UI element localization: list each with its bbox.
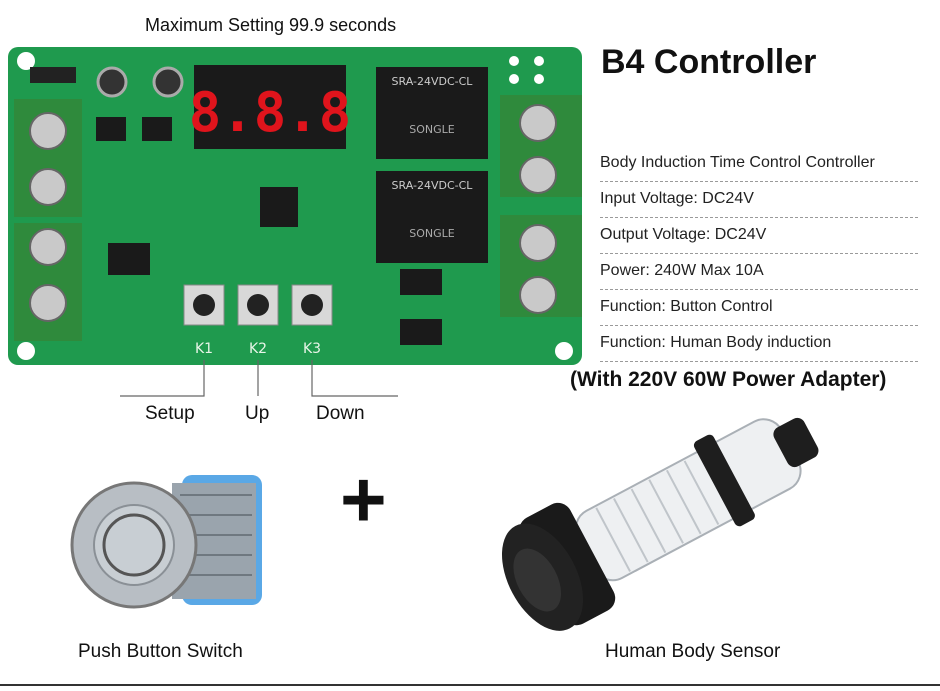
setup-label: Setup	[145, 403, 195, 424]
spec-item: Power: 240W Max 10A	[600, 254, 918, 290]
spec-list: Body Induction Time Control Controller I…	[600, 146, 918, 362]
push-button-switch-label: Push Button Switch	[78, 641, 243, 662]
relay-label: SRA-24VDC-CL	[392, 179, 474, 192]
spec-item: Body Induction Time Control Controller	[600, 146, 918, 182]
spec-item: Function: Human Body induction	[600, 326, 918, 362]
display-digits: 8.8.8	[189, 81, 352, 144]
human-body-sensor-image	[501, 417, 819, 631]
push-button-switch-image	[70, 475, 262, 609]
relay-brand: SONGLE	[409, 123, 455, 136]
key-label: K3	[303, 341, 321, 357]
spec-item: Function: Button Control	[600, 290, 918, 326]
adapter-note: (With 220V 60W Power Adapter)	[570, 368, 887, 391]
controller-board-image: 8.8.8 SRA-24VDC-CL SRA-24VDC-CL SONGLE S…	[8, 47, 582, 365]
plus-sign: +	[340, 455, 387, 544]
spec-item: Input Voltage: DC24V	[600, 182, 918, 218]
human-body-sensor-label: Human Body Sensor	[605, 641, 781, 662]
down-label: Down	[316, 403, 365, 424]
key-label: K2	[249, 341, 267, 357]
key-label: K1	[195, 341, 213, 357]
relay-brand: SONGLE	[409, 227, 455, 240]
product-title: B4 Controller	[601, 43, 817, 81]
bottom-divider	[0, 684, 940, 686]
spec-item: Output Voltage: DC24V	[600, 218, 918, 254]
relay-label: SRA-24VDC-CL	[392, 75, 474, 88]
up-label: Up	[245, 403, 270, 424]
max-setting-caption: Maximum Setting 99.9 seconds	[145, 15, 397, 35]
